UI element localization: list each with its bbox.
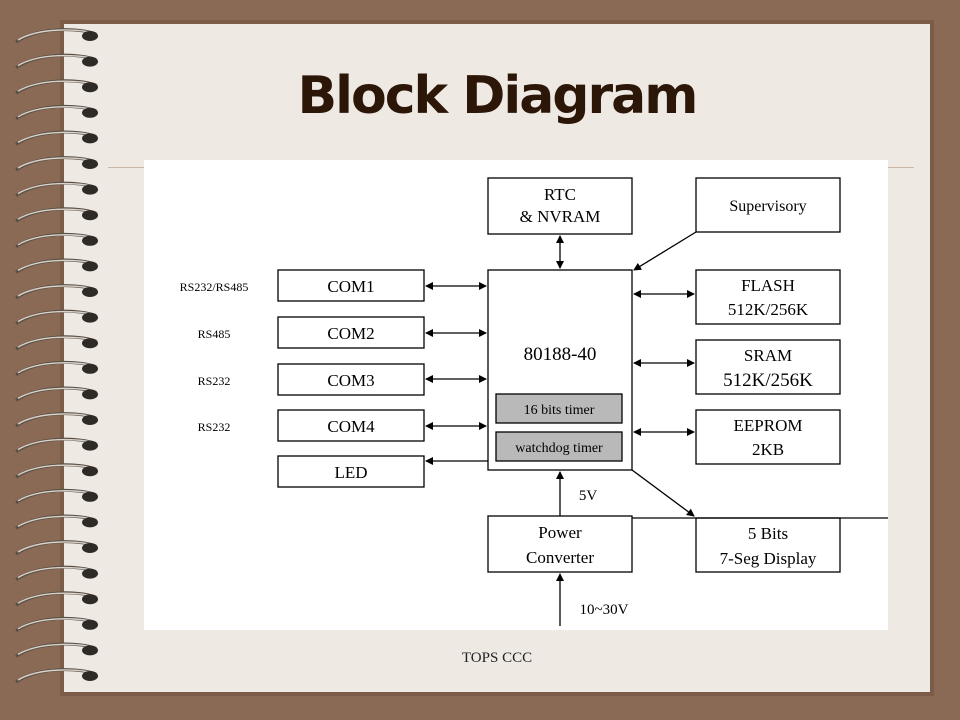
spiral-ring <box>15 540 98 556</box>
rtc-label-1: RTC <box>544 185 576 204</box>
seg-label-1: 5 Bits <box>748 524 788 543</box>
spiral-ring <box>15 79 98 95</box>
supervisory-cpu-arrow <box>633 231 697 271</box>
com4-label: COM4 <box>327 417 375 436</box>
seg-display-box <box>695 517 841 573</box>
led-box <box>277 455 425 488</box>
spiral-ring <box>15 181 98 197</box>
seg-label-2: 7-Seg Display <box>720 549 817 568</box>
spiral-ring <box>15 335 98 351</box>
spiral-ring <box>15 386 98 402</box>
spiral-ring <box>15 437 98 453</box>
spiral-ring <box>15 258 98 274</box>
com3-iface: RS232 <box>198 374 231 388</box>
spiral-ring <box>15 642 98 658</box>
power-out-label: 5V <box>579 488 598 504</box>
spiral-ring <box>15 130 98 146</box>
com4-box <box>277 409 425 442</box>
eeprom-box <box>695 409 841 465</box>
spiral-ring <box>15 565 98 581</box>
com3-label: COM3 <box>327 371 374 390</box>
spiral-ring <box>15 591 98 607</box>
timer-box <box>495 393 623 424</box>
power-label-2: Converter <box>526 548 594 567</box>
spiral-ring <box>15 616 98 633</box>
supervisory-box <box>695 177 841 233</box>
rtc-label-2: & NVRAM <box>520 207 601 226</box>
com2-iface: RS485 <box>198 327 231 341</box>
flash-label-2: 512K/256K <box>728 300 809 319</box>
spiral-ring <box>15 156 98 172</box>
com4-iface: RS232 <box>198 420 231 434</box>
timer-label: 16 bits timer <box>524 403 595 418</box>
com1-iface: RS232/RS485 <box>180 280 249 294</box>
com1-label: COM1 <box>327 277 374 296</box>
rtc-box <box>487 177 633 235</box>
spiral-ring <box>15 28 98 44</box>
spiral-ring <box>15 412 98 428</box>
spiral-ring <box>15 309 98 325</box>
com2-label: COM2 <box>327 324 374 343</box>
eeprom-label-2: 2KB <box>752 440 784 459</box>
spiral-binding <box>15 28 98 684</box>
cpu-label: 80188-40 <box>524 344 597 365</box>
supervisory-label: Supervisory <box>729 198 806 215</box>
sram-label-1: SRAM <box>744 346 792 365</box>
eeprom-label-1: EEPROM <box>734 416 803 435</box>
power-in-label: 10~30V <box>580 602 629 618</box>
spiral-ring <box>15 232 98 249</box>
spiral-ring <box>15 360 98 377</box>
spiral-ring <box>15 207 98 223</box>
led-label: LED <box>334 463 367 482</box>
com2-box <box>277 316 425 349</box>
spiral-ring <box>15 104 98 121</box>
watchdog-label: watchdog timer <box>515 441 603 456</box>
spiral-ring <box>15 463 98 479</box>
spiral-ring <box>15 668 98 684</box>
sram-box <box>695 339 841 395</box>
power-converter-box <box>487 515 633 573</box>
spiral-ring <box>15 53 98 69</box>
power-label-1: Power <box>538 523 582 542</box>
slide-title: Block Diagram <box>297 66 699 126</box>
seg-arrow <box>631 469 695 517</box>
spiral-ring <box>15 488 98 505</box>
flash-label-1: FLASH <box>741 276 795 295</box>
spiral-ring <box>15 284 98 300</box>
flash-box <box>695 269 841 325</box>
block-diagram: RTC & NVRAM 80188-40 16 bits timer watch… <box>144 160 888 630</box>
watchdog-box <box>495 431 623 462</box>
com1-box <box>277 269 425 302</box>
slide-footer: TOPS CCC <box>461 650 533 666</box>
spiral-ring <box>15 514 98 530</box>
sram-label-2: 512K/256K <box>723 370 813 391</box>
com3-box <box>277 363 425 396</box>
